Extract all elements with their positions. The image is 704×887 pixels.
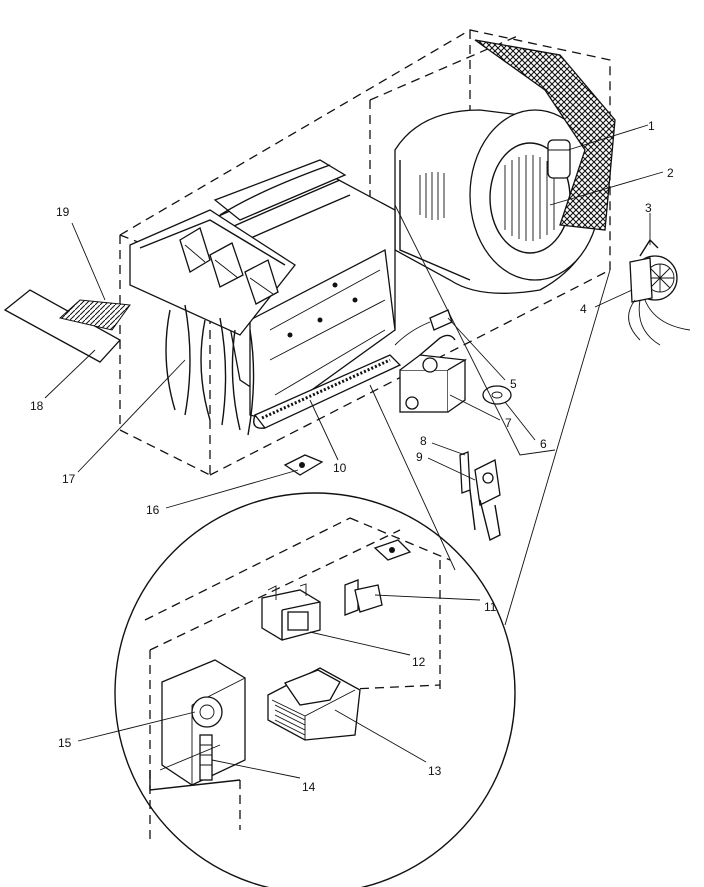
blower-inlet-wheel-left (419, 172, 445, 220)
callout-15: 15 (58, 736, 72, 750)
relay (261, 583, 321, 641)
limit-switch (394, 309, 453, 346)
callout-9: 9 (416, 450, 423, 464)
callout-8: 8 (420, 434, 427, 448)
flue-pipe (3, 289, 131, 363)
callout-2: 2 (667, 166, 674, 180)
callout-19: 19 (56, 205, 70, 219)
callout-17: 17 (62, 472, 76, 486)
callout-12: 12 (412, 655, 426, 669)
callout-13: 13 (428, 764, 442, 778)
burner-manifold (253, 354, 402, 429)
pilot-assembly (459, 451, 501, 542)
callout-labels: 1 2 3 4 5 6 7 8 9 10 11 12 13 14 15 16 1… (30, 119, 674, 794)
callout-16: 16 (146, 503, 160, 517)
blower-wheel (504, 155, 555, 241)
blower-capacitor (547, 139, 571, 179)
callout-18: 18 (30, 399, 44, 413)
callout-3: 3 (645, 201, 652, 215)
control-box (161, 659, 246, 786)
callout-1: 1 (648, 119, 655, 133)
heat-exchanger-tubes (165, 304, 255, 436)
flue-collector (129, 209, 296, 336)
callout-6: 6 (540, 437, 547, 451)
callout-7: 7 (505, 416, 512, 430)
callout-10: 10 (333, 461, 347, 475)
sight-glass-gasket (482, 385, 512, 405)
motor (628, 238, 691, 346)
heat-exchanger (209, 159, 396, 421)
control-detail-circle (114, 492, 516, 887)
detail-pointer-line (394, 204, 556, 456)
transformer (267, 667, 361, 741)
callout-5: 5 (510, 377, 517, 391)
gas-valve (399, 334, 468, 413)
filter-panel (474, 39, 616, 231)
callout-14: 14 (302, 780, 316, 794)
callout-11: 11 (484, 600, 497, 614)
bracket (283, 454, 324, 476)
callout-4: 4 (580, 302, 587, 316)
leader-lines (44, 124, 664, 779)
